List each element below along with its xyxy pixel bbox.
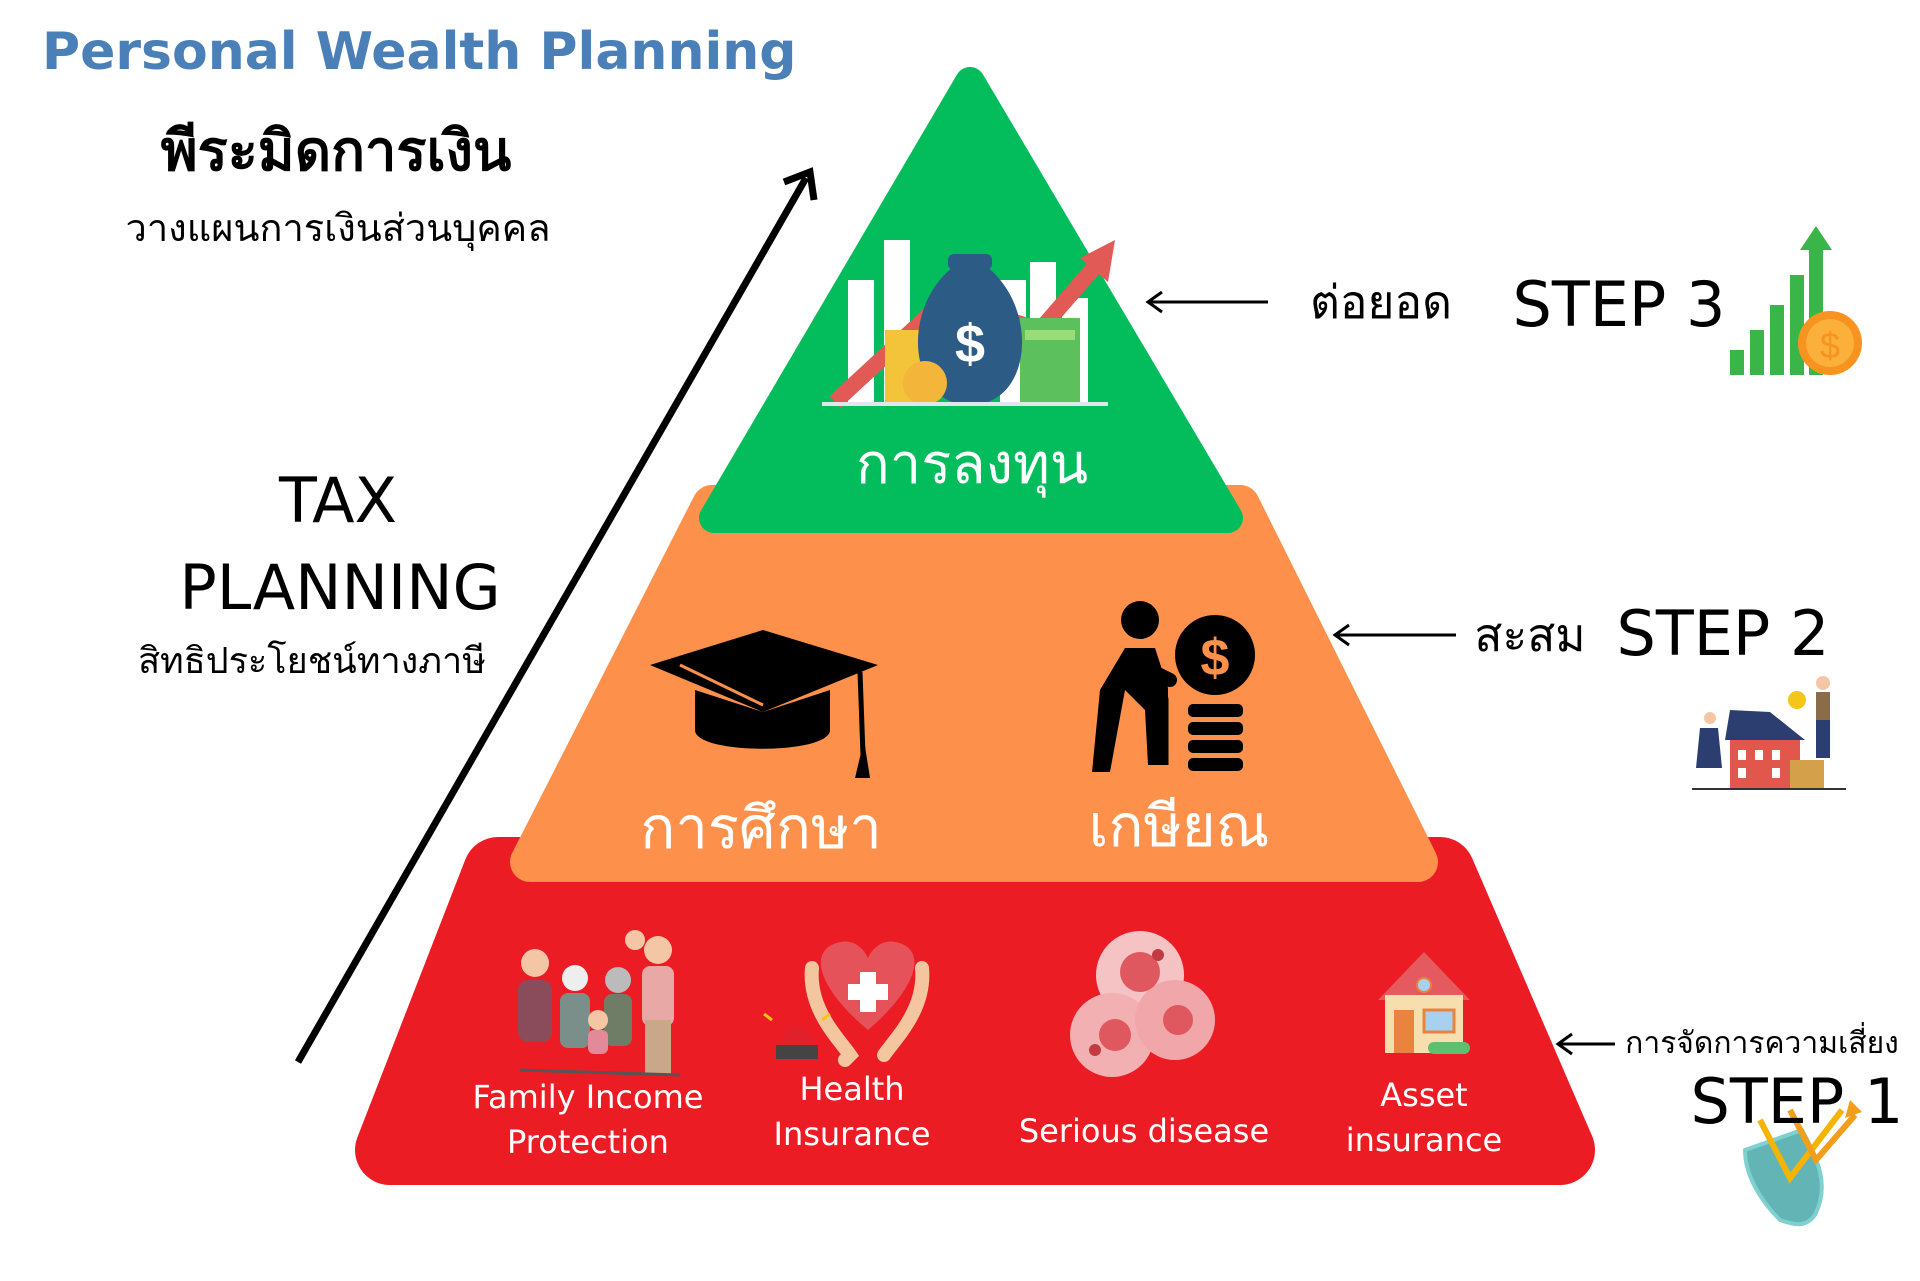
pyramid-subtitle-thai: วางแผนการเงินส่วนบุคคล — [125, 206, 551, 250]
pyramid-title-thai: พีระมิดการเงิน — [160, 119, 512, 184]
step1-caption: การจัดการความเสี่ยง — [1625, 1026, 1899, 1061]
investment-label: การลงทุน — [855, 432, 1089, 497]
asset-insurance-label: Asset insurance — [1346, 1073, 1502, 1163]
bottom-item-line2: Insurance — [773, 1115, 931, 1153]
svg-text:$: $ — [1201, 629, 1230, 687]
step2-label: STEP 2 — [1616, 597, 1830, 670]
tax-label: TAX — [279, 464, 397, 537]
growth-bars-coin-icon: $ — [1730, 226, 1862, 375]
family-income-protection-label: Family Income Protection — [473, 1075, 704, 1165]
shield-arrows-icon — [1742, 1100, 1862, 1227]
retirement-label: เกษียณ — [1088, 792, 1270, 860]
health-heart-hands-icon — [763, 941, 930, 1067]
bottom-item-line1: Family Income — [472, 1078, 704, 1117]
bottom-item-line1: Asset — [1380, 1076, 1468, 1115]
step2-caption: สะสม — [1474, 608, 1586, 662]
house-icon — [1378, 952, 1470, 1054]
svg-text:$: $ — [1820, 325, 1840, 366]
bottom-item-line2: insurance — [1345, 1121, 1503, 1159]
planning-label: PLANNING — [179, 551, 501, 624]
step2-pointer-arrow-icon — [1332, 623, 1456, 647]
step3-label: STEP 3 — [1512, 268, 1726, 341]
tax-benefit-label: สิทธิประโยชน์ทางภาษี — [138, 641, 486, 682]
bottom-item-line1: Health — [799, 1070, 905, 1109]
serious-disease-label: Serious disease — [1018, 1112, 1270, 1150]
education-label: การศึกษา — [640, 794, 882, 862]
family-icon — [518, 930, 681, 1077]
page-title: Personal Wealth Planning — [42, 22, 797, 82]
step1-pointer-arrow-icon — [1555, 1032, 1615, 1056]
step3-pointer-arrow-icon — [1145, 290, 1268, 314]
growth-arrow-icon — [294, 167, 818, 1064]
bottom-item-line2: Protection — [507, 1123, 669, 1161]
svg-text:$: $ — [955, 314, 985, 374]
health-insurance-label: Health Insurance — [774, 1067, 931, 1157]
money-bag-chart-icon: $ — [822, 240, 1115, 408]
building-savings-icon — [1692, 676, 1846, 790]
step1-label: STEP 1 — [1690, 1065, 1904, 1138]
step3-caption: ต่อยอด — [1310, 275, 1452, 329]
retirement-elderly-coin-icon: $ — [1092, 601, 1255, 772]
disease-cell-icon — [1070, 931, 1215, 1077]
graduation-cap-icon — [650, 630, 878, 778]
